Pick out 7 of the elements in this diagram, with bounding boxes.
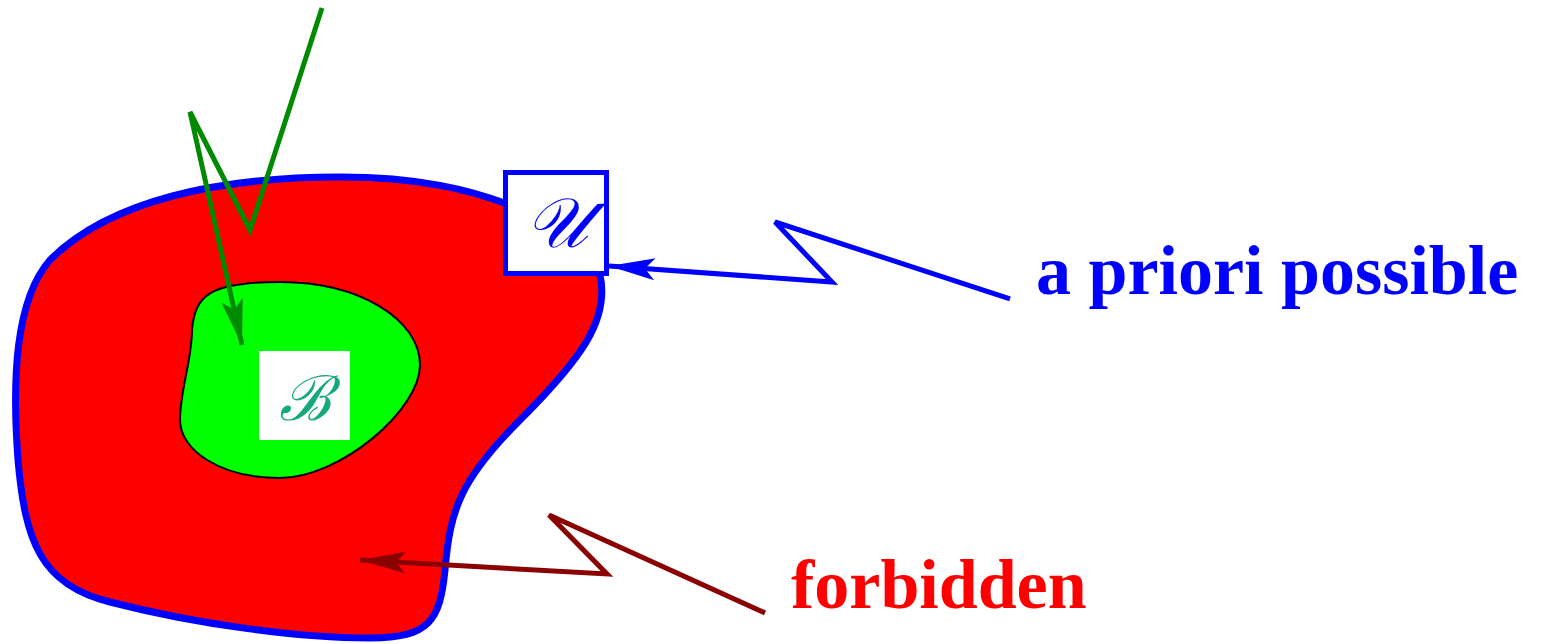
region-label: forbidden — [791, 550, 1101, 624]
leader-arrow — [359, 512, 767, 616]
leader-arrow — [187, 7, 325, 346]
set-symbol: ℬ — [259, 351, 350, 440]
leader-arrow — [608, 219, 1011, 302]
region-label: a priori possible — [1036, 236, 1536, 310]
set-symbol: 𝒰 — [503, 170, 609, 276]
